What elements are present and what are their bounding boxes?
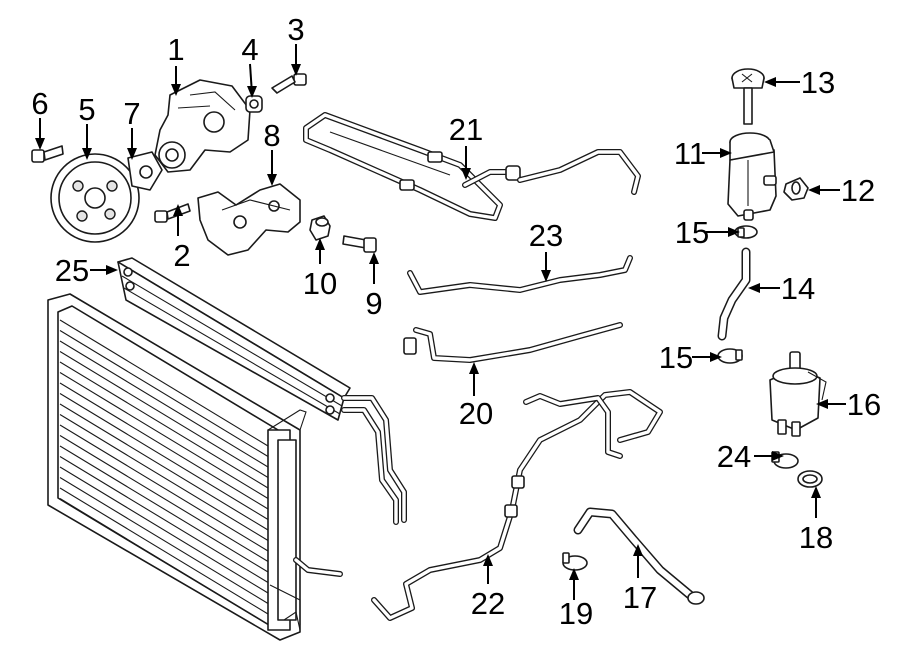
callout-16: 16 — [847, 387, 881, 422]
gasket — [127, 151, 163, 191]
cap-12 — [783, 177, 809, 201]
condenser-fin — [59, 414, 269, 541]
condenser-fin — [59, 382, 269, 510]
line-20 — [403, 322, 623, 363]
callout-numbers: 1 2 3 4 5 6 7 8 9 10 11 12 13 14 15 15 1… — [31, 12, 881, 631]
callout-9: 9 — [365, 286, 382, 321]
pressure-hose-21 — [303, 112, 641, 221]
clamp-15-lower — [717, 348, 743, 364]
condenser-fin — [59, 361, 269, 489]
condenser-fin — [59, 424, 269, 552]
callout-4: 4 — [241, 32, 258, 67]
return-line-23 — [407, 255, 633, 295]
condenser-fin — [59, 403, 269, 531]
callout-11: 11 — [674, 136, 706, 171]
callout-25: 25 — [55, 253, 89, 288]
condenser-fin — [59, 435, 269, 562]
condenser-fin — [59, 466, 269, 594]
bolt-2 — [154, 203, 191, 223]
condenser-fin — [59, 393, 269, 520]
callout-10: 10 — [303, 266, 337, 301]
arrowheads — [35, 64, 828, 580]
callout-19: 19 — [559, 596, 593, 631]
condenser-fin — [59, 330, 269, 457]
callout-24: 24 — [717, 439, 751, 474]
hose-17 — [573, 507, 705, 605]
condenser-fin — [59, 456, 269, 583]
nut-4 — [245, 95, 263, 113]
condenser-fin — [59, 351, 269, 478]
bushing — [309, 215, 331, 241]
filter-tank — [769, 351, 827, 437]
callout-20: 20 — [459, 396, 493, 431]
clamp-15-top — [734, 225, 758, 239]
condenser-fin — [59, 487, 269, 615]
callout-8: 8 — [263, 118, 280, 153]
reservoir — [727, 132, 777, 221]
power-steering-pump — [154, 79, 251, 173]
hose-14 — [717, 247, 751, 341]
bolt-3 — [271, 73, 307, 94]
oil-cooler — [117, 257, 407, 525]
pulley — [50, 153, 140, 243]
callout-6: 6 — [31, 86, 48, 121]
line-22 — [371, 389, 663, 621]
clamp-19 — [562, 552, 588, 571]
callout-7: 7 — [123, 96, 140, 131]
condenser-fin — [59, 340, 269, 468]
bolt-9 — [342, 235, 377, 253]
callout-14: 14 — [781, 271, 815, 306]
callout-21: 21 — [449, 112, 483, 147]
bolt-6 — [31, 145, 64, 163]
callout-1: 1 — [167, 32, 184, 67]
callout-3: 3 — [287, 12, 304, 47]
clamp-18 — [797, 470, 823, 488]
callout-15-top: 15 — [675, 215, 709, 250]
reservoir-cap — [731, 68, 765, 125]
callout-17: 17 — [623, 580, 657, 615]
condenser — [47, 293, 343, 641]
callout-12: 12 — [841, 173, 875, 208]
callout-15-lower: 15 — [659, 340, 693, 375]
callout-5: 5 — [78, 92, 95, 127]
callout-13: 13 — [801, 65, 835, 100]
bracket — [197, 183, 301, 256]
condenser-fin — [59, 319, 269, 447]
callout-23: 23 — [529, 218, 563, 253]
callout-18: 18 — [799, 520, 833, 555]
condenser-fin — [59, 498, 269, 625]
condenser-fin — [59, 477, 269, 604]
callout-22: 22 — [471, 586, 505, 621]
callout-2: 2 — [173, 238, 190, 273]
condenser-fin — [59, 372, 269, 499]
condenser-fin — [59, 445, 269, 573]
